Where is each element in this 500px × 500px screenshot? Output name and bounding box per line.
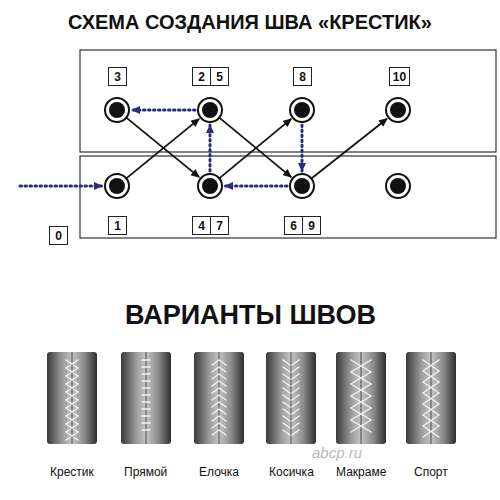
stitch-pattern <box>66 360 78 440</box>
thread-back <box>20 185 102 188</box>
stitch-hole <box>198 98 222 122</box>
stitch-hole <box>198 174 222 198</box>
step-number-box: 8 <box>293 67 312 86</box>
step-number-box: 2 <box>192 67 211 86</box>
step-number-box: 0 <box>49 226 68 245</box>
thread-front <box>126 118 199 178</box>
thread-back <box>225 185 287 188</box>
step-number-box: 9 <box>302 216 321 235</box>
step-number: 3 <box>114 71 121 83</box>
stitch-hole <box>290 174 314 198</box>
stitch-hole <box>390 178 406 194</box>
step-number-box: 1 <box>108 216 127 235</box>
thread-back <box>209 125 212 171</box>
seam-name: Елочка <box>199 465 239 479</box>
thread-front <box>126 119 199 179</box>
step-number: 5 <box>216 71 223 83</box>
watermark: abcp.ru <box>312 444 362 461</box>
stitch-hole <box>109 178 125 194</box>
stitch-hole <box>105 98 129 122</box>
thread-back <box>132 109 195 112</box>
stitch-pattern <box>351 360 371 432</box>
seam-name: Прямой <box>124 465 167 479</box>
seam-name: Крестик <box>50 465 94 479</box>
step-number-box: 4 <box>192 216 211 235</box>
seam-name: Спорт <box>414 465 448 479</box>
stitch-hole <box>294 102 310 118</box>
step-number-box: 5 <box>210 67 229 86</box>
thread-front <box>219 119 291 178</box>
step-number: 4 <box>198 220 205 232</box>
step-number-box: 7 <box>210 216 229 235</box>
step-number: 0 <box>55 230 62 242</box>
thread-front <box>311 119 387 179</box>
stitch-hole <box>109 102 125 118</box>
stitch-hole <box>105 174 129 198</box>
pipe-sample <box>336 352 386 444</box>
step-number: 1 <box>114 220 121 232</box>
step-number: 7 <box>216 220 223 232</box>
stitch-pattern <box>212 360 226 435</box>
fabric-edge-lower <box>80 156 496 238</box>
step-number-box: 10 <box>389 67 410 86</box>
pipe-sample <box>121 352 171 444</box>
stitch-pattern <box>142 360 150 430</box>
thread-front <box>219 118 291 177</box>
stitch-hole <box>202 102 218 118</box>
stitch-hole <box>390 102 406 118</box>
step-number: 8 <box>299 71 306 83</box>
pipe-sample <box>47 352 97 444</box>
pipe-seam <box>291 352 292 444</box>
step-number: 10 <box>393 71 406 83</box>
stitch-hole <box>386 98 410 122</box>
step-number: 6 <box>290 220 297 232</box>
step-number-box: 6 <box>284 216 303 235</box>
stitch-hole <box>290 98 314 122</box>
pipe-sample <box>194 352 244 444</box>
stitch-hole <box>202 178 218 194</box>
seam-name: Косичка <box>269 465 314 479</box>
stitch-hole <box>386 174 410 198</box>
fabric-edge-upper <box>80 50 496 152</box>
pipe-sample <box>406 352 456 444</box>
seam-name: Макраме <box>336 465 386 479</box>
stitch-pattern <box>423 360 439 437</box>
stitch-pattern <box>283 360 299 435</box>
pipe-sample <box>266 352 316 444</box>
thread-back <box>301 125 304 171</box>
step-number-box: 3 <box>108 67 127 86</box>
pipe-seam <box>72 352 73 444</box>
section-heading: ВАРИАНТЫ ШВОВ <box>125 300 376 331</box>
stitch-hole <box>294 178 310 194</box>
title: СХЕМА СОЗДАНИЯ ШВА «КРЕСТИК» <box>68 11 432 34</box>
step-number: 2 <box>198 71 205 83</box>
step-number: 9 <box>308 220 315 232</box>
